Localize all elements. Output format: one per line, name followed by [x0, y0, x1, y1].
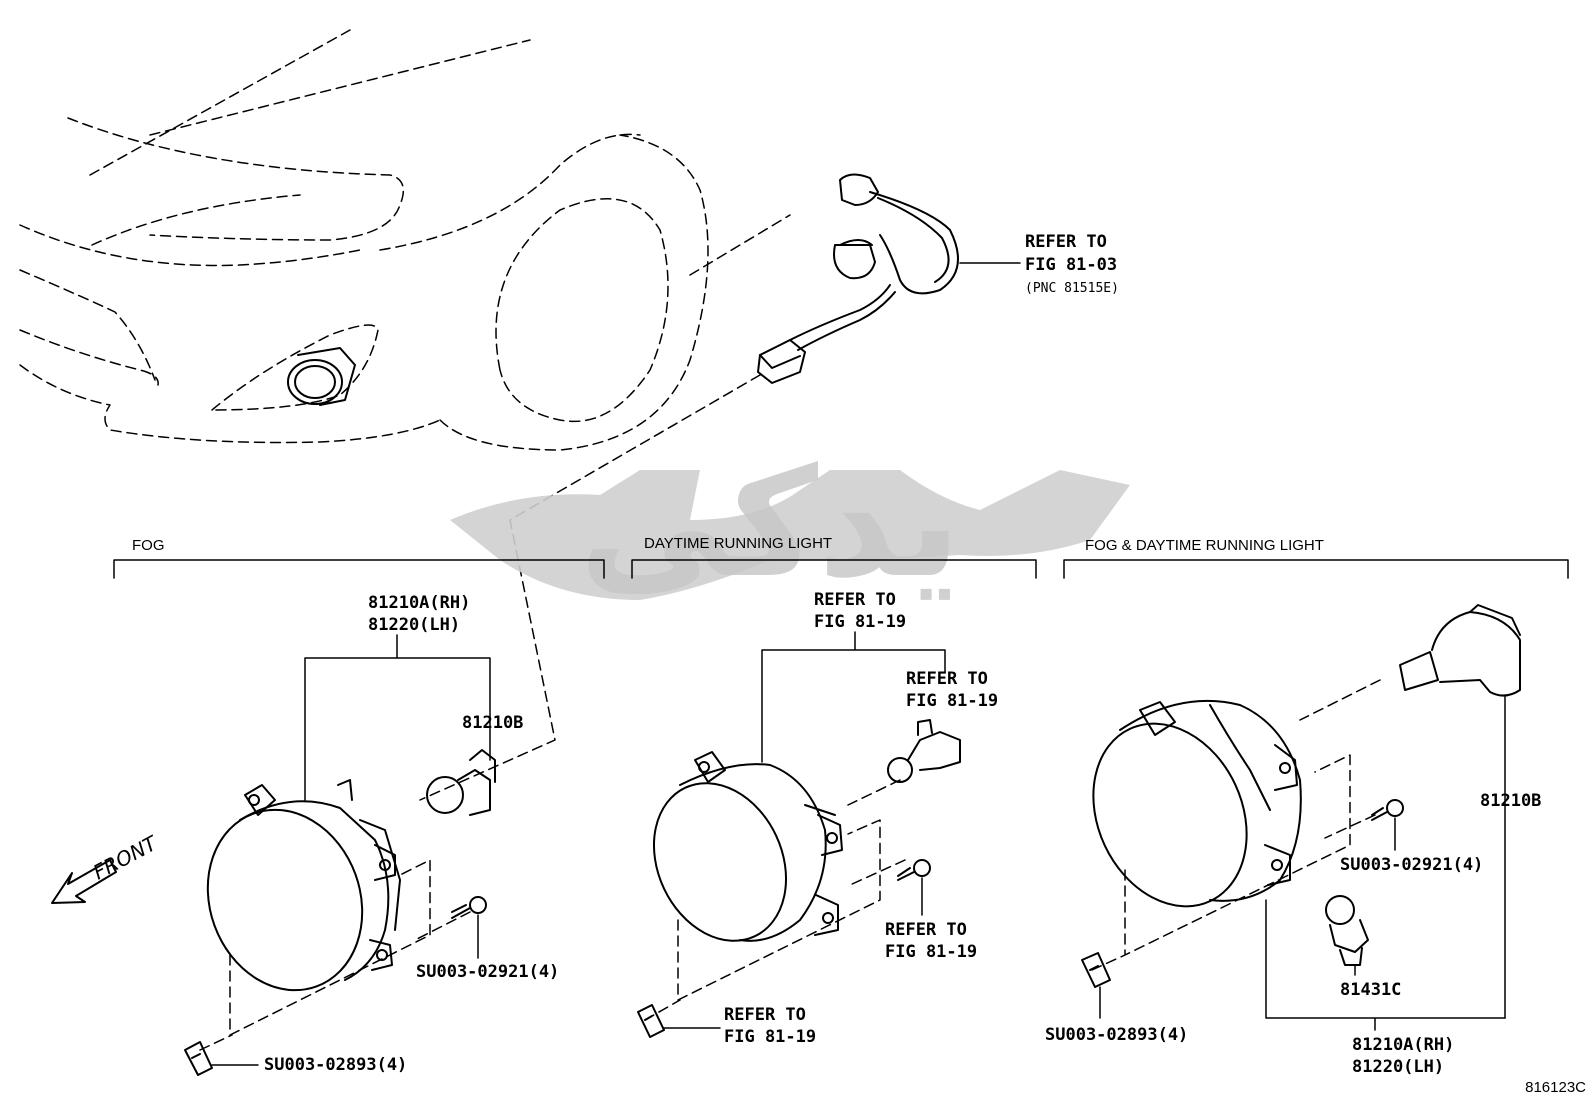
drl-ref-bulb-1: REFER TO: [906, 669, 988, 689]
fog-drl-clip: [1081, 952, 1111, 988]
bumper-fog-lamp: [287, 347, 356, 406]
watermark-text: یدکی: [579, 437, 961, 611]
car-body-outline: [19, 29, 791, 451]
drl-ref-top-1: REFER TO: [814, 590, 896, 610]
fog-lamp-assembly: [206, 779, 401, 992]
section-brackets: [113, 559, 1569, 579]
fog-part-bracket: [304, 634, 491, 801]
harness-ref-line2: FIG 81-03: [1025, 255, 1117, 275]
fog-part-rh: 81210A(RH): [368, 593, 470, 613]
front-arrow: [51, 859, 117, 904]
fog-drl-screw: [1371, 799, 1404, 821]
figure-code: 816123C: [1525, 1079, 1586, 1096]
drl-bulb: [887, 719, 961, 783]
fog-screw: [451, 896, 487, 919]
drl-ref-bulb-2: FIG 81-19: [906, 691, 998, 711]
section-title-drl: DAYTIME RUNNING LIGHT: [644, 535, 832, 552]
harness-connection-dashed: [419, 374, 761, 801]
section-title-fog-drl: FOG & DAYTIME RUNNING LIGHT: [1085, 537, 1324, 554]
drl-dashed-guide: [644, 779, 906, 1021]
harness-ref-line3: (PNC 81515E): [1025, 281, 1119, 296]
drl-lamp-assembly: [652, 751, 843, 942]
drl-ref-top-2: FIG 81-19: [814, 612, 906, 632]
drl-ref-screw-1: REFER TO: [885, 920, 967, 940]
fog-drl-lamp-assembly: [1092, 699, 1302, 908]
drl-screw: [897, 859, 931, 881]
watermark: یدکی: [450, 437, 1130, 611]
fog-drl-part-rh: 81210A(RH): [1352, 1035, 1454, 1055]
fog-drl-dashed-guide: [1091, 679, 1381, 971]
fog-screw-label: SU003-02921(4): [416, 962, 559, 982]
drl-clip: [637, 1004, 665, 1038]
fog-drl-drl-bulb-label: 81431C: [1340, 980, 1401, 1000]
fog-drl-part-lh: 81220(LH): [1352, 1057, 1444, 1077]
fog-bulb-label: 81210B: [462, 713, 523, 733]
drl-ref-clip-1: REFER TO: [724, 1005, 806, 1025]
fog-dashed-guide: [199, 859, 471, 1051]
harness-ref-line1: REFER TO: [1025, 232, 1107, 252]
drl-ref-screw-2: FIG 81-19: [885, 942, 977, 962]
wire-harness: [757, 173, 959, 384]
fog-clip-label: SU003-02893(4): [264, 1055, 407, 1075]
drl-part-bracket: [761, 631, 946, 763]
fog-drl-part-bracket: [1265, 899, 1506, 1031]
fog-drl-bulb-h11: [1399, 604, 1521, 697]
drl-ref-clip-2: FIG 81-19: [724, 1027, 816, 1047]
fog-drl-screw-label: SU003-02921(4): [1340, 855, 1483, 875]
fog-drl-clip-label: SU003-02893(4): [1045, 1025, 1188, 1045]
fog-drl-bulb-label: 81210B: [1480, 791, 1541, 811]
fog-clip: [184, 1041, 213, 1076]
fog-part-lh: 81220(LH): [368, 615, 460, 635]
front-label: FRONT: [89, 830, 162, 884]
fog-drl-drl-bulb: [1325, 895, 1369, 966]
section-title-fog: FOG: [132, 537, 165, 554]
fog-bulb-h11: [426, 749, 496, 816]
